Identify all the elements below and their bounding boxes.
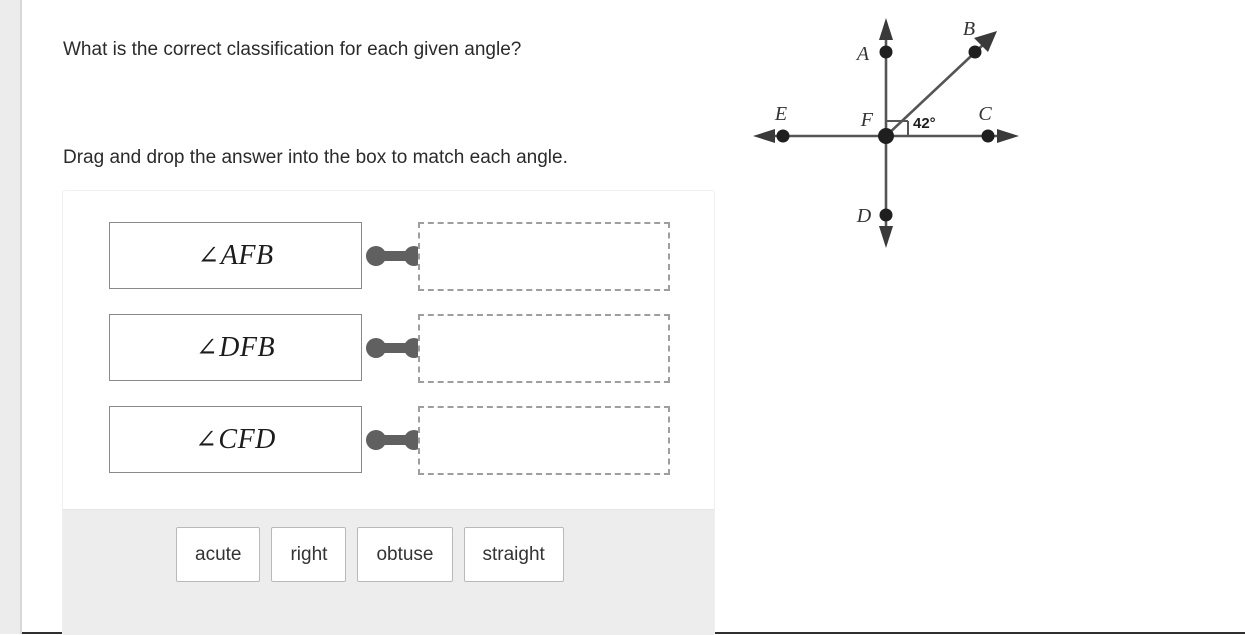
angle-diagram-figure: A B C D E F 42° bbox=[745, 8, 1035, 258]
point-e-dot bbox=[776, 129, 790, 143]
angle-term-label: ∠DFB bbox=[196, 332, 275, 364]
tray-caret-icon bbox=[435, 490, 471, 509]
answer-option-right[interactable]: right bbox=[271, 527, 347, 582]
angle-term-label: ∠AFB bbox=[197, 240, 273, 272]
page-title: What is the correct classification for e… bbox=[63, 39, 522, 60]
match-row: ∠AFB bbox=[63, 222, 714, 291]
point-e-label: E bbox=[774, 103, 787, 125]
drop-zone-dfb[interactable] bbox=[418, 314, 670, 383]
point-a-label: A bbox=[855, 43, 870, 65]
angle-term-cfd[interactable]: ∠CFD bbox=[109, 406, 362, 473]
answer-option-obtuse[interactable]: obtuse bbox=[357, 527, 453, 582]
match-row: ∠DFB bbox=[63, 314, 714, 383]
drag-drop-activity-card: ∠AFB ∠DFB bbox=[62, 190, 715, 635]
drop-zone-afb[interactable] bbox=[418, 222, 670, 291]
angle-term-label: ∠CFD bbox=[195, 424, 276, 456]
answer-option-acute[interactable]: acute bbox=[176, 527, 261, 582]
connector-dumbbell-icon bbox=[366, 335, 424, 361]
connector-dumbbell-icon bbox=[366, 427, 424, 453]
point-b-dot bbox=[968, 45, 982, 59]
point-a-dot bbox=[879, 45, 893, 59]
angle-symbol-icon: ∠ bbox=[197, 240, 220, 270]
connector-bar bbox=[379, 251, 411, 261]
angle-term-letters: CFD bbox=[218, 423, 276, 455]
connector-dumbbell-icon bbox=[366, 243, 424, 269]
point-d-label: D bbox=[856, 205, 872, 227]
arrowhead-up-icon bbox=[879, 18, 893, 40]
point-f-label: F bbox=[860, 109, 874, 131]
left-gutter bbox=[0, 0, 20, 634]
arrowhead-down-icon bbox=[879, 226, 893, 248]
answer-option-straight[interactable]: straight bbox=[463, 527, 564, 582]
arrowhead-right-icon bbox=[997, 129, 1019, 143]
angle-diagram-svg: A B C D E F 42° bbox=[753, 18, 1019, 248]
angle-symbol-icon: ∠ bbox=[195, 424, 218, 454]
point-d-dot bbox=[879, 208, 893, 222]
angle-term-dfb[interactable]: ∠DFB bbox=[109, 314, 362, 381]
answer-options-list: acute right obtuse straight bbox=[176, 527, 564, 582]
angle-measure-label: 42° bbox=[913, 115, 936, 132]
drop-zone-cfd[interactable] bbox=[418, 406, 670, 475]
connector-bar bbox=[379, 343, 411, 353]
connector-bar bbox=[379, 435, 411, 445]
angle-term-letters: DFB bbox=[219, 331, 276, 363]
instruction-text: Drag and drop the answer into the box to… bbox=[63, 147, 568, 168]
left-gutter-divider bbox=[20, 0, 22, 634]
arrowhead-left-icon bbox=[753, 129, 775, 143]
answer-bank-tray: acute right obtuse straight bbox=[63, 509, 714, 635]
point-b-label: B bbox=[963, 18, 975, 40]
match-area: ∠AFB ∠DFB bbox=[63, 191, 714, 507]
point-c-label: C bbox=[978, 103, 992, 125]
angle-term-afb[interactable]: ∠AFB bbox=[109, 222, 362, 289]
point-f-dot bbox=[878, 128, 894, 144]
point-c-dot bbox=[981, 129, 995, 143]
angle-symbol-icon: ∠ bbox=[195, 332, 219, 362]
arrowhead-fb-icon bbox=[974, 31, 997, 52]
angle-term-letters: AFB bbox=[220, 239, 274, 271]
match-row: ∠CFD bbox=[63, 406, 714, 475]
